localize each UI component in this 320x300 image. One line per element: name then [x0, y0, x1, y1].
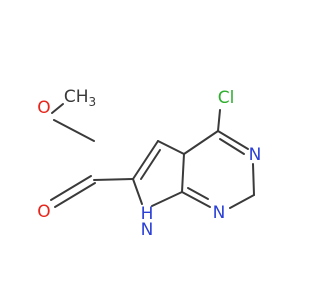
methyl-label-main: CH — [64, 87, 89, 107]
bond-carbonyl-ring — [93, 178, 134, 181]
bond-ring-c7-c4a — [157, 140, 185, 155]
bond-ring-n1-c7a — [181, 191, 211, 208]
nh-nitrogen-label: N — [141, 220, 154, 240]
atom-label-layer: CH3 O O Cl N N H N — [37, 87, 261, 240]
bond-methyl-oxygen — [51, 103, 64, 114]
carbonyl-oxygen-label: O — [37, 202, 50, 222]
bond-ring-c6-n7 — [132, 178, 143, 205]
bond-ring-c4-n3-inner — [219, 138, 245, 155]
bond-ring-n3-c2 — [252, 163, 255, 196]
bond-ring-n7-c7a — [151, 191, 183, 207]
bond-carbonyl-double-b — [54, 182, 96, 208]
bond-ring-c4a-c4 — [183, 130, 219, 155]
bond-ring-c4-n3 — [217, 130, 249, 150]
methyl-label-subscript: 3 — [89, 95, 97, 109]
bond-ring-c6-c7-inner — [140, 149, 161, 180]
bond-oxygen-carbonyl — [53, 119, 95, 142]
ester-oxygen-label: O — [37, 98, 50, 118]
bond-ring-c4-cl — [217, 109, 221, 132]
nitrogen-upper-label: N — [249, 145, 262, 165]
molecule-structure-diagram: CH3 O O Cl N N H N — [37, 87, 261, 240]
bond-carbonyl-double-a — [50, 175, 92, 201]
nh-hydrogen-label: H — [141, 204, 154, 224]
methyl-label: CH3 — [64, 87, 96, 109]
chlorine-label: Cl — [218, 88, 235, 108]
bond-ring-n1-c7a-inner — [187, 187, 209, 200]
bond-ring-c6-c7 — [132, 140, 159, 180]
bond-layer — [50, 103, 255, 209]
bond-ring-c2-n1 — [229, 194, 255, 209]
nitrogen-lower-label: N — [213, 203, 226, 223]
bond-ring-c4a-c7a — [181, 153, 185, 193]
